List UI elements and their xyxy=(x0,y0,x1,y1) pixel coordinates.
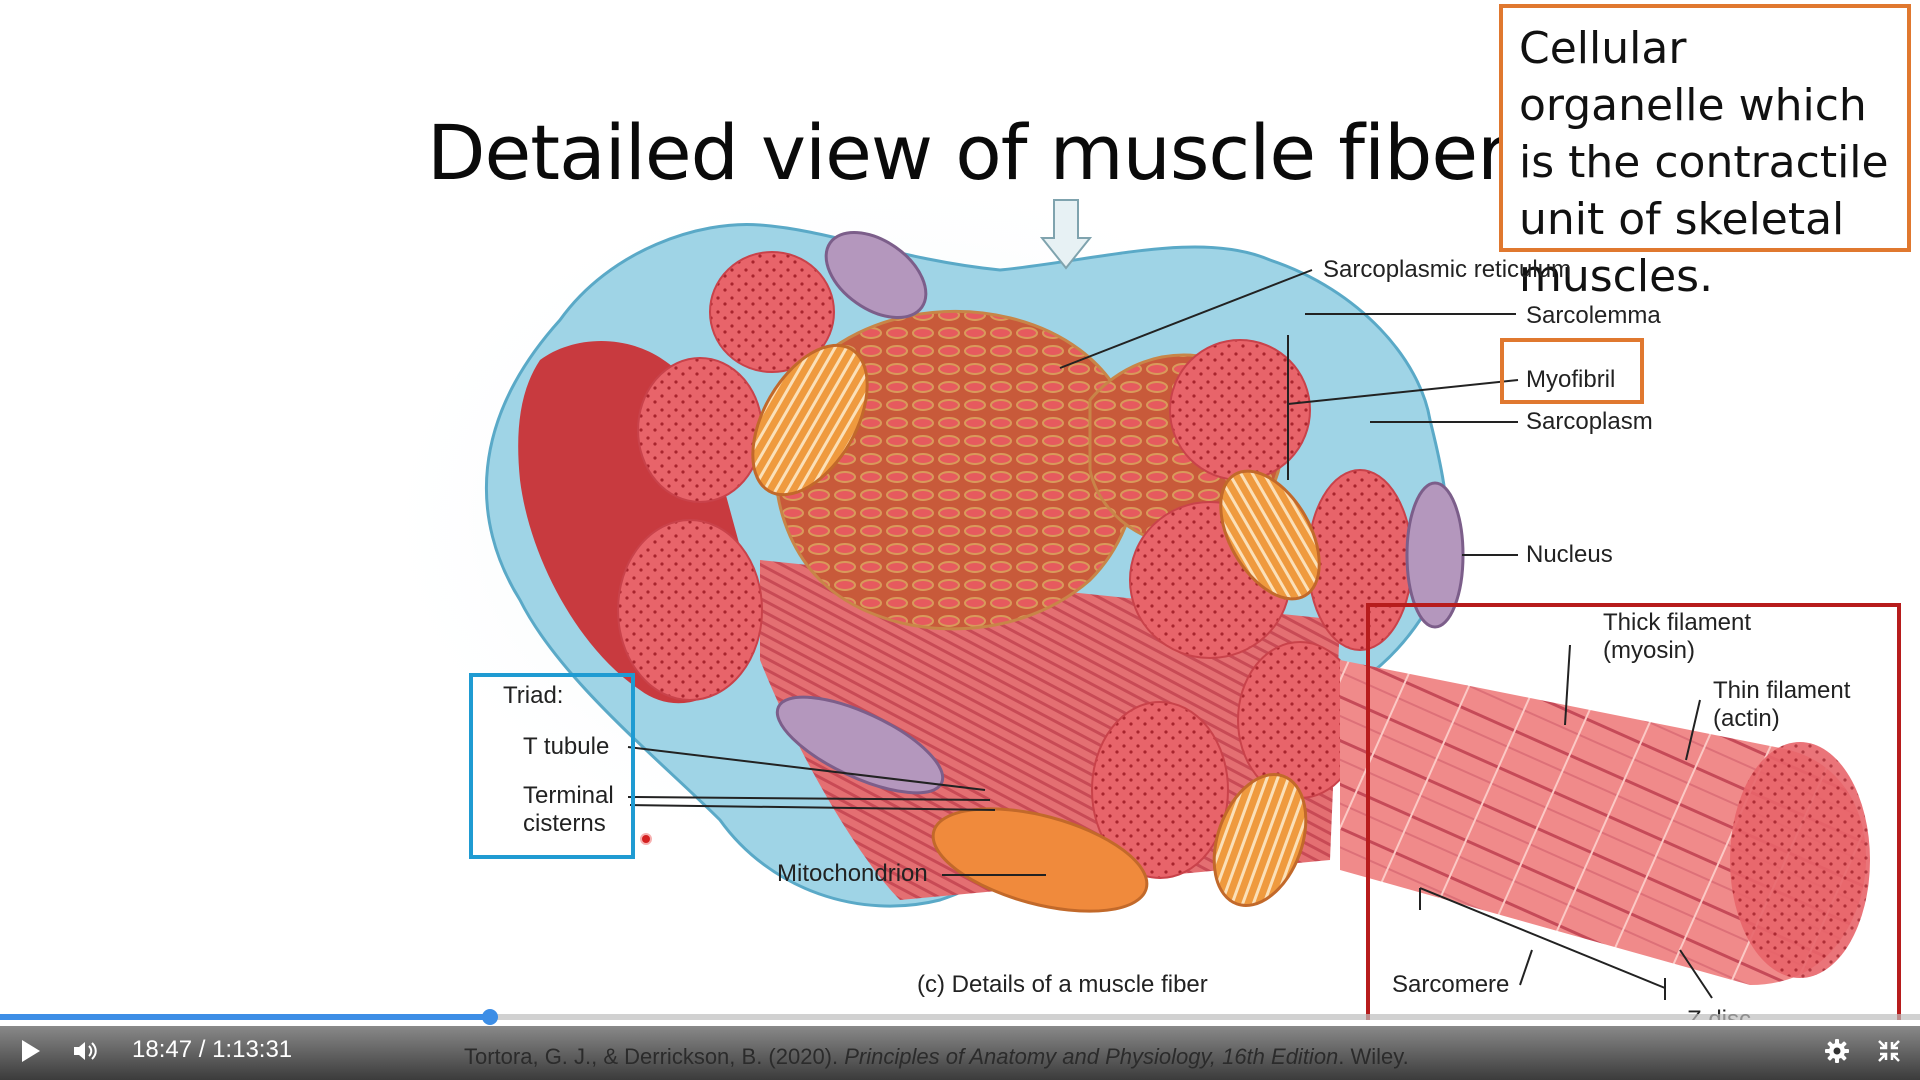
gear-icon xyxy=(1825,1039,1849,1063)
label-myofibril: Myofibril xyxy=(1526,366,1616,393)
triad-highlight-box xyxy=(469,673,635,859)
label-sarcoplasmic-reticulum: Sarcoplasmic reticulum xyxy=(1323,256,1572,283)
time-separator: / xyxy=(192,1036,213,1063)
mitochondrion-shape xyxy=(1219,469,1321,601)
time-display: 18:47 / 1:13:31 xyxy=(132,1036,292,1064)
myofibril-detail-highlight-box xyxy=(1366,603,1901,1020)
myofibril-section xyxy=(637,357,763,503)
label-t-tubule: T tubule xyxy=(523,733,610,760)
total-time: 1:13:31 xyxy=(212,1036,293,1063)
label-thin-filament: Thin filament (actin) xyxy=(1713,677,1851,732)
citation-authors: Tortora, G. J., & Derrickson, B. (2020). xyxy=(464,1044,845,1069)
progress-fill xyxy=(0,1014,491,1020)
exit-fullscreen-button[interactable] xyxy=(1872,1034,1906,1068)
play-icon xyxy=(22,1040,40,1062)
myofibril-section xyxy=(709,251,835,373)
volume-icon xyxy=(74,1042,97,1060)
citation-work: Principles of Anatomy and Physiology, 16… xyxy=(844,1044,1339,1069)
myofibril-end xyxy=(1730,742,1870,978)
progress-bar[interactable] xyxy=(0,1009,1920,1025)
myofibril-detail-shape xyxy=(1340,660,1867,985)
label-sarcomere: Sarcomere xyxy=(1392,971,1510,998)
citation: Tortora, G. J., & Derrickson, B. (2020).… xyxy=(464,1044,1409,1070)
current-time: 18:47 xyxy=(132,1036,193,1063)
label-triad: Triad: xyxy=(503,682,564,709)
label-thick-filament: Thick filament (myosin) xyxy=(1603,609,1752,664)
myofibril-highlight-box xyxy=(1500,338,1644,404)
slide: Detailed view of muscle fibers Cellular … xyxy=(360,4,1911,1020)
mitochondrion-shape xyxy=(1212,773,1308,907)
myofibril-section xyxy=(1091,701,1229,879)
slide-title: Detailed view of muscle fibers xyxy=(427,108,1547,197)
exit-fullscreen-icon xyxy=(1878,1040,1900,1062)
citation-publisher: . Wiley. xyxy=(1338,1044,1409,1069)
nucleus-shape xyxy=(824,230,928,320)
play-button[interactable] xyxy=(14,1034,48,1068)
mitochondrion-shape xyxy=(751,343,869,497)
pointer-cursor xyxy=(640,833,652,845)
volume-button[interactable] xyxy=(66,1034,106,1068)
label-sarcoplasm: Sarcoplasm xyxy=(1526,408,1653,435)
myofibril-section xyxy=(617,519,763,701)
settings-button[interactable] xyxy=(1820,1034,1854,1068)
label-nucleus: Nucleus xyxy=(1526,541,1613,568)
label-terminal-cisterns: Terminal cisterns xyxy=(523,782,614,837)
down-arrow-icon xyxy=(1039,199,1093,270)
muscle-fiber-illustration xyxy=(360,160,1870,1000)
definition-callout: Cellular organelle which is the contract… xyxy=(1499,4,1911,302)
player-control-bar xyxy=(0,1026,1920,1080)
progress-handle[interactable] xyxy=(482,1009,499,1025)
figure-caption: (c) Details of a muscle fiber xyxy=(917,971,1208,998)
label-sarcolemma: Sarcolemma xyxy=(1526,302,1661,329)
mitochondrion-shape xyxy=(931,807,1149,913)
label-mitochondrion: Mitochondrion xyxy=(777,860,928,887)
